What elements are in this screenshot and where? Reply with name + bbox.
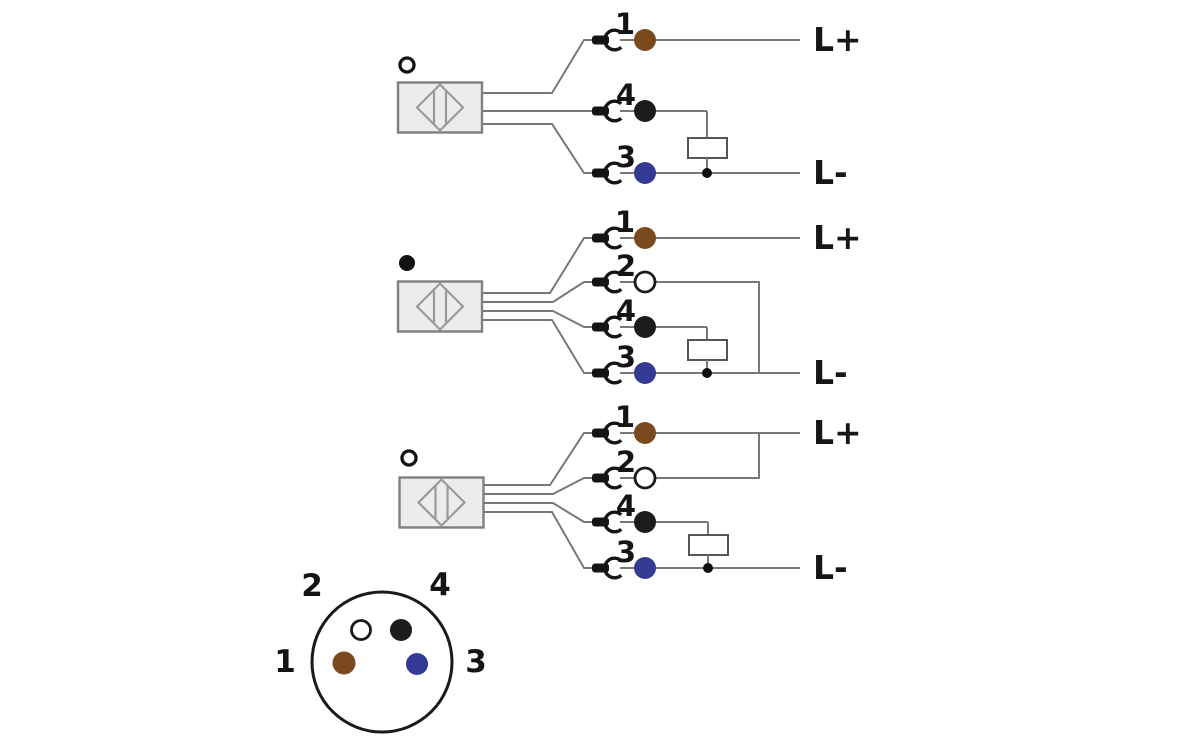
proximity-sensor-icon <box>396 81 484 134</box>
wire-color-dot-blue <box>634 162 656 184</box>
pin-number: 2 <box>616 445 636 479</box>
wire <box>482 39 594 94</box>
wire <box>483 319 594 374</box>
pin-number: 3 <box>616 535 636 569</box>
wire <box>483 310 594 328</box>
pin-number: 4 <box>616 78 636 112</box>
connector-pin-blue <box>406 653 428 675</box>
diagram-1: 1 4 3 L+ L- <box>396 7 862 192</box>
connector-pin-number: 2 <box>301 568 323 604</box>
wire <box>483 432 594 486</box>
wire-color-dot-white <box>633 270 657 294</box>
pin-number: 4 <box>616 294 636 328</box>
supply-positive-label: L+ <box>813 413 862 452</box>
connector-pin-black <box>390 619 412 641</box>
wire-color-dot-brown <box>634 227 656 249</box>
connector-pin-number: 1 <box>274 644 296 680</box>
connector-pin-brown <box>332 651 356 675</box>
diagram-2: 1 2 4 3 L+ L- <box>396 205 862 392</box>
junction-dot <box>702 368 712 378</box>
supply-positive-label: L+ <box>813 20 862 59</box>
pin-number: 1 <box>615 205 635 239</box>
wire-pin2-branch <box>620 433 760 479</box>
wire <box>483 281 594 303</box>
wire-color-dot-black <box>634 511 656 533</box>
wire-color-dot-brown <box>634 29 656 51</box>
wire-color-dot-brown <box>634 422 656 444</box>
connector-pinout: 2 4 1 3 <box>274 567 487 734</box>
wire-color-dot-black <box>634 100 656 122</box>
supply-negative-label: L- <box>813 353 848 392</box>
pin-number: 4 <box>616 489 636 523</box>
load-icon <box>687 339 728 361</box>
load-icon <box>687 137 728 159</box>
pin-number: 3 <box>616 140 636 174</box>
wire-color-dot-blue <box>634 362 656 384</box>
wire <box>483 477 594 495</box>
junction-dot <box>703 563 713 573</box>
filled-circle-indicator-icon <box>399 255 415 271</box>
connector-face-icon <box>310 590 454 734</box>
wire <box>483 511 594 569</box>
pin-number: 1 <box>615 7 635 41</box>
connector-pin-number: 3 <box>465 644 487 680</box>
wire-color-dot-white <box>633 466 657 490</box>
wire-color-dot-blue <box>634 557 656 579</box>
supply-negative-label: L- <box>813 153 848 192</box>
open-circle-indicator-icon <box>398 56 416 74</box>
wire <box>483 502 594 523</box>
proximity-sensor-icon <box>396 280 484 333</box>
pin-number: 2 <box>616 249 636 283</box>
open-circle-indicator-icon <box>400 449 418 467</box>
pin-number: 1 <box>615 400 635 434</box>
connector-pin-white <box>350 619 372 641</box>
load-icon <box>688 534 729 556</box>
proximity-sensor-icon <box>398 476 485 529</box>
supply-positive-label: L+ <box>813 218 862 257</box>
wire-color-dot-black <box>634 316 656 338</box>
junction-dot <box>702 168 712 178</box>
pin-number: 3 <box>616 340 636 374</box>
wire <box>482 123 594 174</box>
connector-pin-number: 4 <box>429 567 451 603</box>
wire <box>483 237 594 294</box>
supply-negative-label: L- <box>813 548 848 587</box>
wire-pin2-branch <box>620 281 760 373</box>
diagram-3: 1 2 4 3 L+ L- <box>398 400 862 587</box>
